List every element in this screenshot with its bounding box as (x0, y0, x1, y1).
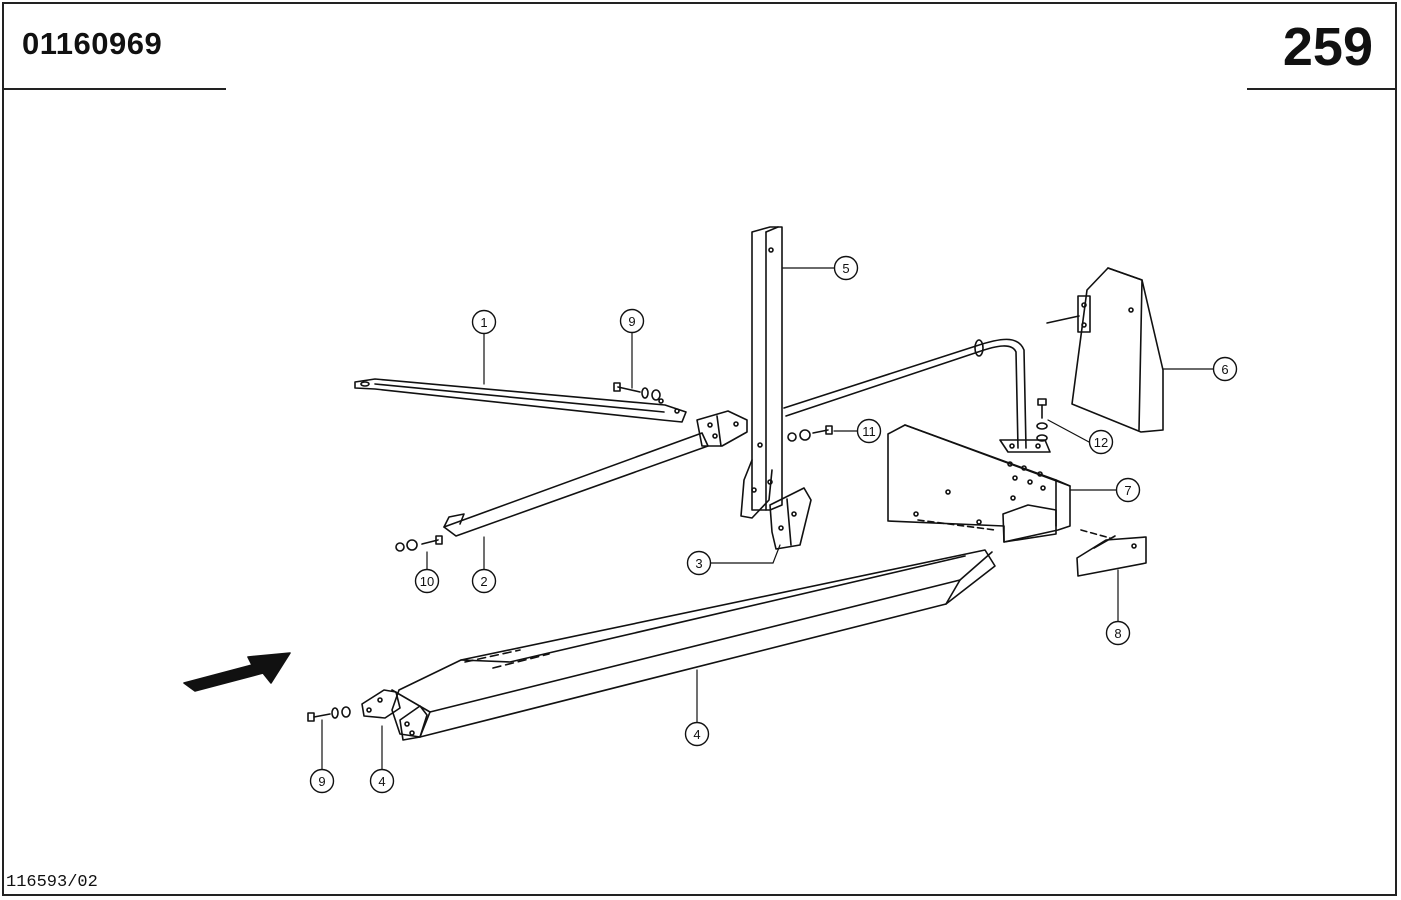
callout-10 (414, 568, 440, 594)
callout-11 (856, 418, 882, 444)
callout-9-bottom-label: 9 (318, 774, 325, 789)
callout-4-end (369, 768, 395, 794)
callout-8 (1105, 620, 1131, 646)
callout-8-label: 8 (1114, 626, 1121, 641)
callout-5-label: 5 (842, 261, 849, 276)
hardware-bolt-10 (395, 535, 443, 552)
callout-9-bottom (309, 768, 335, 794)
callout-1-label: 1 (480, 315, 487, 330)
header-rule-right (1247, 88, 1397, 90)
callout-12-label: 12 (1094, 435, 1108, 450)
part-3-bracket (769, 487, 812, 550)
callout-6-label: 6 (1221, 362, 1228, 377)
part-8-plate (1076, 529, 1147, 577)
drawing-id: 116593/02 (6, 873, 98, 892)
callout-9-top (619, 308, 645, 334)
callout-9-top-label: 9 (628, 314, 635, 329)
header-rule-left (2, 88, 226, 90)
callout-5 (833, 255, 859, 281)
hardware-bolt-9-top (613, 382, 661, 401)
part-1-strut (354, 378, 687, 423)
callout-10-label: 10 (420, 574, 434, 589)
direction-arrow-icon (183, 652, 291, 692)
callout-4-end-label: 4 (378, 774, 385, 789)
hardware-bolt-9-bottom (307, 706, 351, 722)
part-6-panel (1046, 267, 1164, 433)
callout-7-label: 7 (1124, 483, 1131, 498)
callout-11-label: 11 (862, 424, 876, 439)
callouts: 1 9 5 6 11 12 7 10 2 3 8 4 9 4 (309, 255, 1238, 794)
part-4-beam (361, 549, 996, 741)
callout-6 (1212, 356, 1238, 382)
hardware-bolt-11 (787, 425, 833, 442)
callout-4-main-label: 4 (693, 727, 700, 742)
leader-lines (321, 267, 1214, 770)
callout-7 (1115, 477, 1141, 503)
hardware-bolt-12 (1036, 398, 1048, 442)
callout-2-label: 2 (480, 574, 487, 589)
callout-4-main (684, 721, 710, 747)
callout-12 (1088, 429, 1114, 455)
connecting-rod (783, 338, 1051, 453)
callout-2 (471, 568, 497, 594)
page-number: 259 (1282, 17, 1373, 77)
part-number: 01160969 (22, 26, 163, 61)
part-7-housing (887, 424, 1071, 543)
callout-3 (686, 550, 712, 576)
part-5-post (740, 226, 783, 519)
part-2-tube (443, 410, 748, 537)
callout-1 (471, 309, 497, 335)
callout-3-label: 3 (695, 556, 702, 571)
